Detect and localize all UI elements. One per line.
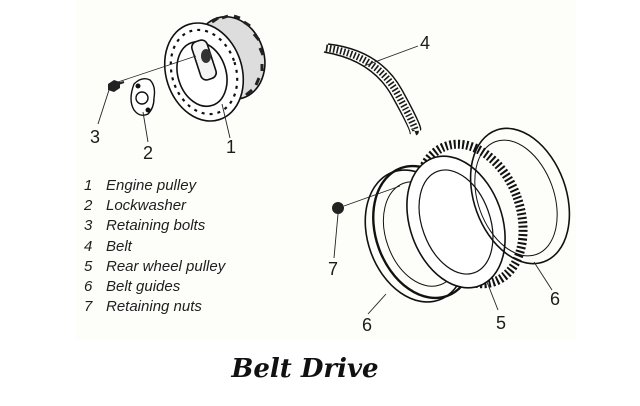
callout-4: 4 <box>420 33 431 53</box>
diagram-panel <box>76 0 576 340</box>
diagram-caption: Belt Drive <box>231 354 379 384</box>
assembly-axis-line <box>117 55 197 83</box>
callout-5: 5 <box>496 313 507 333</box>
belt <box>323 43 422 136</box>
retaining-bolt <box>108 80 125 92</box>
callout-2: 2 <box>143 143 154 163</box>
retaining-nut <box>332 185 401 214</box>
callout-1: 1 <box>226 137 237 157</box>
rear-wheel-pulley <box>406 139 528 289</box>
leader-lines <box>97 45 553 315</box>
callout-6-rear: 6 <box>550 289 561 309</box>
belt-guide-rear <box>469 127 571 265</box>
engine-pulley <box>163 14 266 122</box>
lockwasher <box>130 77 156 117</box>
callout-7: 7 <box>328 259 339 279</box>
callout-6-front: 6 <box>362 315 373 335</box>
callout-3: 3 <box>90 127 101 147</box>
